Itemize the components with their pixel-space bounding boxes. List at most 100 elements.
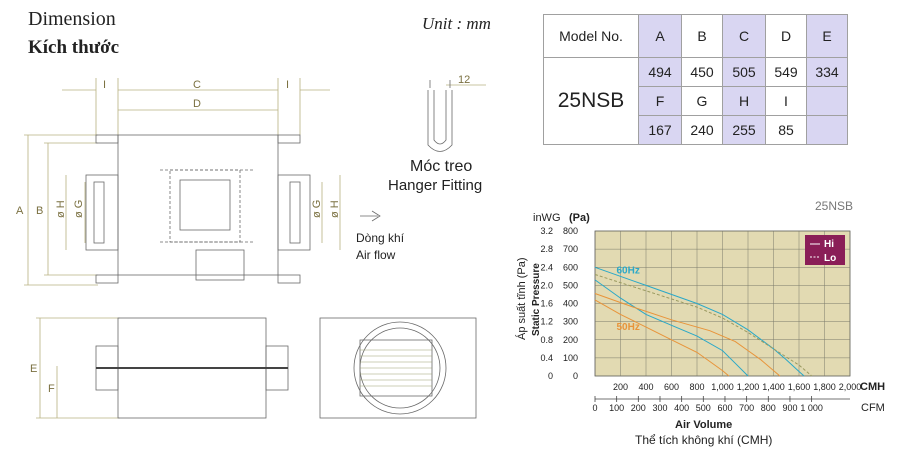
y-tick-label-pa: 600 [563, 262, 578, 272]
y-tick-label-pa: 800 [563, 226, 578, 236]
dim-label-phi-h-right: ø H [329, 200, 341, 218]
dim-label-phi-h-left: ø H [55, 200, 67, 218]
hanger-label-vi: Móc treo [410, 158, 473, 175]
x-tick-label-cfm: 300 [652, 403, 667, 413]
value-b: 450 [681, 57, 723, 87]
x-tick-label-cfm: 700 [739, 403, 754, 413]
x-tick-label-cfm: 500 [696, 403, 711, 413]
x-tick-label-cmh: 1,000 [711, 382, 734, 392]
curve-50hz-lo-solid [594, 299, 730, 377]
x-tick-label-cmh: 600 [664, 382, 679, 392]
dim-label-e: E [30, 363, 37, 375]
x-tick-label-cfm: 200 [631, 403, 646, 413]
x-axis-label-vi: Thể tích không khí (CMH) [635, 433, 772, 447]
dim-label-f: F [48, 383, 55, 395]
chart-legend: Hi Lo [805, 235, 845, 265]
x-tick-label-cmh: 1,200 [737, 382, 760, 392]
y-tick-label-inwg: 2.0 [540, 280, 553, 290]
col-header-d: D [765, 14, 807, 58]
dimension-drawing: I C I D A B ø H ø G ø G ø H E F 12 [16, 74, 486, 419]
y-tick-label-pa: 500 [563, 280, 578, 290]
x-tick-label-cfm: 800 [761, 403, 776, 413]
x-tick-label-cfm: 400 [674, 403, 689, 413]
y-tick-label-inwg: 3.2 [540, 226, 553, 236]
x-tick-label-cfm: 0 [592, 403, 597, 413]
y-tick-label-inwg: 1.2 [540, 317, 553, 327]
y-tick-label-inwg: 0 [548, 371, 553, 381]
unit-label: Unit : mm [422, 14, 491, 33]
y-axis-label-vi: Áp suất tĩnh (Pa) [515, 257, 528, 340]
airflow-label-vi: Dòng khí [356, 231, 405, 245]
x-tick-label-cfm: 100 [609, 403, 624, 413]
y-tick-label-inwg: 0.4 [540, 353, 553, 363]
y-tick-label-pa: 300 [563, 317, 578, 327]
value-d: 549 [765, 57, 807, 87]
dim-label-c: C [193, 79, 201, 91]
y-tick-label-inwg: 0.8 [540, 335, 553, 345]
y-tick-label-pa: 200 [563, 335, 578, 345]
x-tick-label-cfm: 900 [782, 403, 797, 413]
col-header-f: F [638, 86, 682, 116]
curve-60hz-lo-solid [594, 279, 749, 377]
curve-50hz-hi-solid [594, 293, 781, 377]
y-unit-pa: (Pa) [569, 212, 590, 224]
title-en: Dimension [28, 8, 116, 30]
model-header: Model No. [543, 14, 639, 58]
dim-label-b: B [36, 205, 43, 217]
hanger-dim-label: 12 [458, 74, 470, 86]
y-tick-label-pa: 400 [563, 299, 578, 309]
y-tick-label-pa: 700 [563, 244, 578, 254]
x-tick-label-cmh: 1,400 [762, 382, 785, 392]
y-unit-inwg: inWG [533, 212, 561, 224]
col-header-b: B [681, 14, 723, 58]
x-tick-label-cmh: 1,800 [813, 382, 836, 392]
dim-label-i-right: I [286, 79, 289, 91]
col-header-a: A [638, 14, 682, 58]
hanger-label-en: Hanger Fitting [388, 177, 483, 194]
legend-lo: Lo [824, 253, 836, 264]
x-tick-label-cmh: 800 [689, 382, 704, 392]
model-value: 25NSB [543, 57, 639, 145]
x-tick-label-cfm: 1 000 [800, 403, 823, 413]
legend-hi: Hi [824, 239, 834, 250]
x-axis-label: Air Volume [675, 419, 732, 431]
col-header-c: C [722, 14, 766, 58]
dim-label-i-left: I [103, 79, 106, 91]
x-tick-label-cmh: 200 [613, 382, 628, 392]
spec-table: Model No. A B C D E 25NSB 494 450 505 54… [543, 14, 848, 145]
col-header-g: G [681, 86, 723, 116]
value-g: 240 [681, 115, 723, 145]
legend-box [805, 235, 845, 265]
dim-label-d: D [193, 98, 201, 110]
x-tick-label-cmh: 400 [638, 382, 653, 392]
value-f: 167 [638, 115, 682, 145]
dim-label-phi-g-left: ø G [73, 200, 85, 218]
curve-50hz-hi-dashed [594, 274, 813, 377]
value-e: 334 [806, 57, 848, 87]
value-i: 85 [765, 115, 807, 145]
value-c: 505 [722, 57, 766, 87]
x-tick-label-cfm: 600 [717, 403, 732, 413]
y-tick-label-inwg: 1.6 [540, 299, 553, 309]
dim-label-phi-g-right: ø G [311, 200, 323, 218]
y-tick-label-inwg: 2.4 [540, 262, 553, 272]
annotation-50hz: 50Hz [617, 322, 640, 333]
curve-60hz-hi-solid [594, 266, 805, 377]
value-h: 255 [722, 115, 766, 145]
annotation-60hz: 60Hz [617, 266, 640, 277]
chart-title: 25NSB [815, 199, 853, 213]
airflow-label-en: Air flow [356, 248, 396, 262]
y-tick-label-pa: 0 [573, 371, 578, 381]
value-a: 494 [638, 57, 682, 87]
col-header-e: E [806, 14, 848, 58]
title-vi: Kích thước [28, 37, 120, 58]
y-tick-label-pa: 100 [563, 353, 578, 363]
col-header-empty [806, 86, 848, 116]
value-empty [806, 115, 848, 145]
x-unit-cfm: CFM [861, 402, 885, 414]
x-tick-label-cmh: 1,600 [788, 382, 811, 392]
y-axis-label-en: Static Pressure [531, 263, 542, 336]
col-header-i: I [765, 86, 807, 116]
y-tick-label-inwg: 2.8 [540, 244, 553, 254]
x-unit-cmh: CMH [860, 381, 885, 393]
